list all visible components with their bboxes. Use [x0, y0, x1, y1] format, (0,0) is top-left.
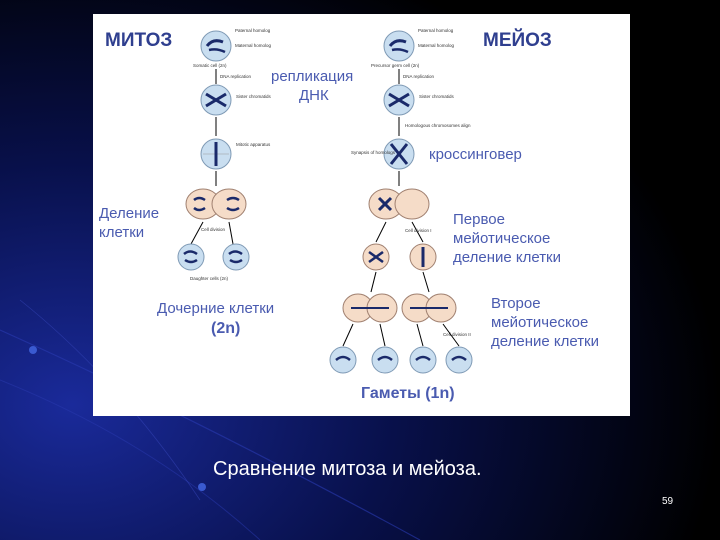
cell-division-1-label: Cell division I [405, 228, 432, 233]
first-division-line2: мейотическое [453, 230, 550, 247]
germ-cell-label: Precursor germ cell (2n) [371, 63, 420, 68]
page-number: 59 [662, 496, 674, 507]
decor-dot [29, 346, 37, 354]
gamete-cell-4 [445, 346, 473, 374]
first-division-line3: деление клетки [453, 249, 561, 266]
paternal-homolog-label: Paternal homolog [235, 28, 271, 33]
paternal-homolog-label-meiosis: Paternal homolog [418, 28, 454, 33]
gamete-cell-2 [371, 346, 399, 374]
cell-division-label-ru-line2: клетки [99, 224, 144, 241]
somatic-cell-label: Somatic cell (2n) [193, 63, 227, 68]
cell-division-label-ru-line1: Деление [99, 205, 159, 222]
dna-replication-label-mitosis: DNA replication [220, 74, 252, 79]
mitotic-apparatus-cell [200, 138, 232, 170]
daughter-cell-1 [177, 243, 205, 271]
second-division-line2: мейотическое [491, 314, 588, 331]
decor-dot [198, 483, 206, 491]
second-division-line3: деление клетки [491, 333, 599, 350]
meiosis-i-daughter-1 [362, 243, 390, 271]
second-division-line1: Второе [491, 295, 541, 312]
gametes-label: Гаметы (1n) [361, 385, 455, 402]
dna-label: ДНК [299, 87, 329, 104]
mitotic-apparatus-label: Mitotic apparatus [236, 142, 271, 147]
replicated-cell-meiosis [383, 84, 415, 116]
gamete-cell-1 [329, 346, 357, 374]
sister-chromatids-label-mitosis: Sister chromatids [236, 94, 272, 99]
daughter-ploidy-label: (2n) [211, 320, 240, 337]
sister-chromatids-label-meiosis: Sister chromatids [419, 94, 455, 99]
dna-replication-label-meiosis: DNA replication [403, 74, 435, 79]
synapsis-cell [383, 138, 415, 170]
maternal-homolog-label: Maternal homolog [235, 43, 272, 48]
daughter-cells-small-label: Daughter cells (2n) [190, 276, 229, 281]
replication-label: репликация [271, 68, 353, 85]
maternal-homolog-label-meiosis: Maternal homolog [418, 43, 455, 48]
crossover-label: кроссинговер [429, 146, 522, 163]
dividing-cell-mitosis [185, 188, 247, 220]
dividing-cell-meiosis-2b [401, 293, 457, 323]
gamete-cell-3 [409, 346, 437, 374]
daughter-cells-label-ru: Дочерние клетки [157, 300, 274, 317]
mitosis-meiosis-diagram: МИТОЗ МЕЙОЗ Paternal homolog Maternal ho… [93, 14, 630, 416]
cell-division-label-mitosis: Cell division [201, 227, 226, 232]
somatic-cell [200, 30, 232, 62]
daughter-cell-2 [222, 243, 250, 271]
slide-caption: Сравнение митоза и мейоза. [213, 458, 482, 480]
first-division-line1: Первое [453, 211, 505, 228]
replicated-cell-mitosis [200, 84, 232, 116]
synapsis-label: Synapsis of homologs [351, 150, 396, 155]
meiosis-title: МЕЙОЗ [483, 29, 552, 51]
meiosis-i-daughter-2 [409, 243, 437, 271]
dividing-cell-meiosis-2a [342, 293, 398, 323]
homologous-align-label: Homologous chromosomes align [405, 123, 471, 128]
dividing-cell-meiosis-1 [368, 188, 430, 220]
mitosis-title: МИТОЗ [105, 30, 172, 51]
germ-cell [383, 30, 415, 62]
cell-division-2-label: Cell division II [443, 332, 471, 337]
